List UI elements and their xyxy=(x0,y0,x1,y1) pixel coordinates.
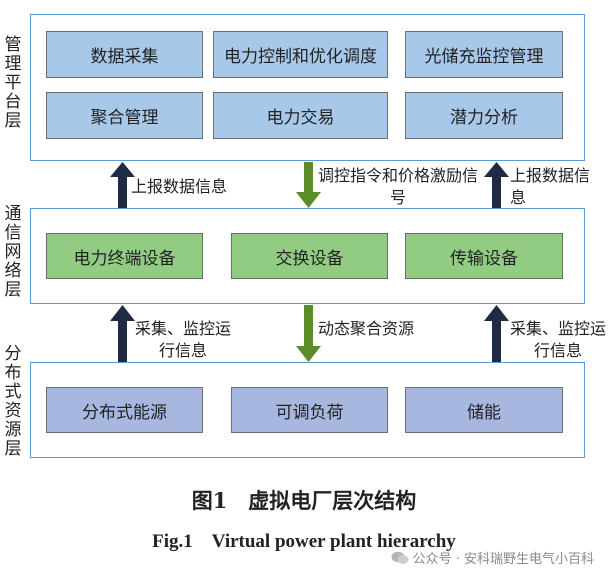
figure-caption-english: Fig.1 Virtual power plant hierarchy xyxy=(152,531,456,552)
module-aggregation-management: 聚合管理 xyxy=(46,92,203,139)
module-power-trading: 电力交易 xyxy=(213,92,388,139)
module-power-terminal-equipment: 电力终端设备 xyxy=(46,233,203,279)
arrow-label-lower-mid: 动态聚合资源 xyxy=(318,319,415,338)
distributed-layer-label-text: 分布式资源层 xyxy=(4,344,22,459)
module-switching-equipment: 交换设备 xyxy=(231,233,388,279)
module-pv-storage-charging: 光储充监控管理 xyxy=(405,31,563,78)
arrow-label-upper-mid: 调控指令和价格激励信号 xyxy=(318,166,479,207)
arrow-label-lower-right: 采集、监控运行信息 xyxy=(509,319,606,360)
arrow-label-upper-left: 上报数据信息 xyxy=(131,177,228,196)
module-power-control-dispatch: 电力控制和优化调度 xyxy=(213,31,388,78)
module-data-collection: 数据采集 xyxy=(46,31,203,78)
arrow-down-mid-lower xyxy=(296,305,321,362)
management-layer-label: 管理平台层 xyxy=(4,36,22,131)
communication-layer-label: 通信网络层 xyxy=(4,205,22,300)
module-potential-analysis: 潜力分析 xyxy=(405,92,563,139)
management-layer-label-text: 管理平台层 xyxy=(4,35,22,131)
arrow-up-left-upper xyxy=(110,162,135,208)
arrow-label-lower-left: 采集、监控运行信息 xyxy=(134,319,231,360)
arrow-label-upper-right: 上报数据信息 xyxy=(510,166,591,207)
distributed-layer-label: 分布式资源层 xyxy=(4,345,22,459)
arrow-up-right-upper xyxy=(484,162,509,208)
module-energy-storage: 储能 xyxy=(405,387,563,433)
watermark-text: 公众号 · 安科瑞野生电气小百科 xyxy=(412,552,594,567)
arrow-up-right-lower xyxy=(484,305,509,362)
wechat-icon xyxy=(391,551,409,564)
communication-layer-label-text: 通信网络层 xyxy=(4,204,22,300)
module-transmission-equipment: 传输设备 xyxy=(405,233,563,279)
module-distributed-energy: 分布式能源 xyxy=(46,387,203,433)
module-adjustable-load: 可调负荷 xyxy=(231,387,388,433)
arrow-up-left-lower xyxy=(110,305,135,362)
arrow-down-mid-upper xyxy=(296,162,321,208)
watermark: 公众号 · 安科瑞野生电气小百科 xyxy=(391,548,594,567)
figure-caption-chinese: 图1 虚拟电厂层次结构 xyxy=(191,488,417,513)
